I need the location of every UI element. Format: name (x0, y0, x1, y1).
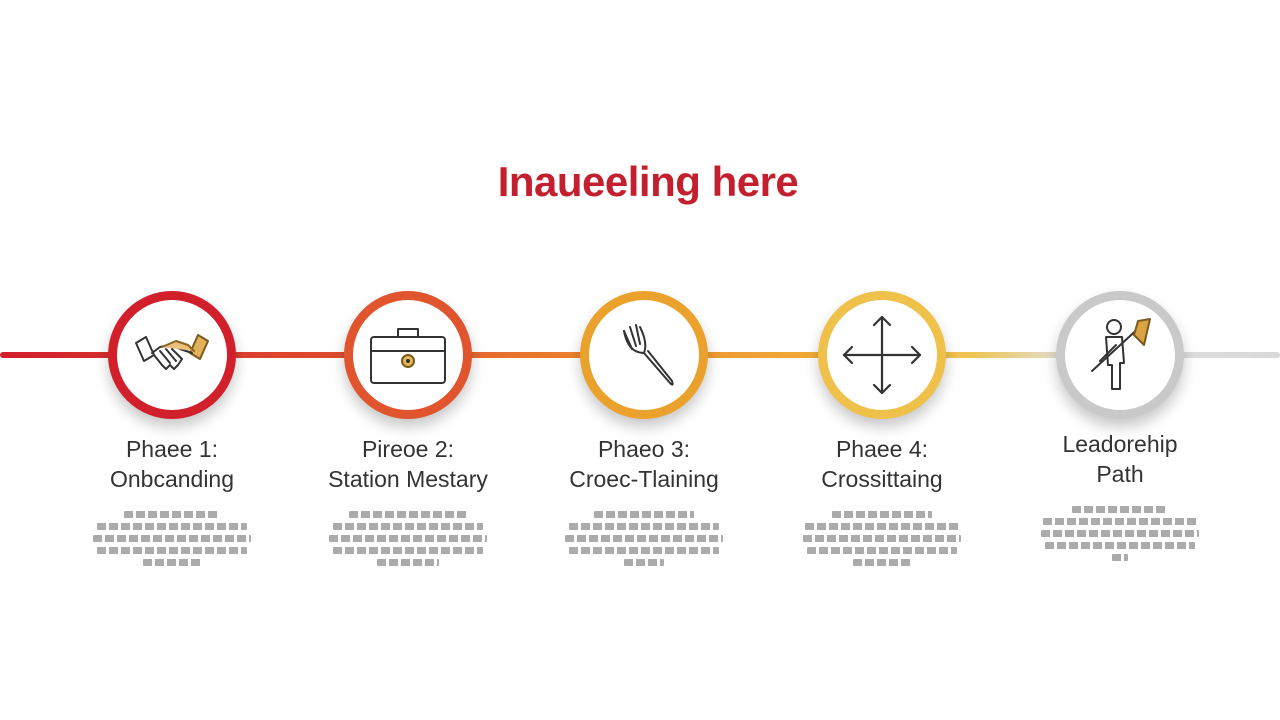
phase-5-ring[interactable] (1056, 291, 1184, 419)
phase-1-ring[interactable] (108, 291, 236, 419)
phase-2: Pireoe 2: Station Mestary (308, 291, 508, 566)
phase-5-description (1020, 506, 1220, 561)
phase-1-title: Phaee 1: Onbcanding (109, 436, 235, 492)
phase-1-description (72, 511, 272, 566)
phase-2-description (308, 511, 508, 566)
phase-3: Phaeo 3: Croec-Tlaining (544, 291, 744, 566)
phase-5: Leadorehip Path (1020, 291, 1220, 561)
phase-4: Phaee 4: Crossittaing (782, 291, 982, 566)
phase-3-title: Phaeo 3: Croec-Tlaining (569, 436, 719, 492)
phase-3-description (544, 511, 744, 566)
phase-4-ring[interactable] (818, 291, 946, 419)
phase-4-title: Phaee 4: Crossittaing (821, 436, 943, 492)
phase-3-ring[interactable] (580, 291, 708, 419)
phase-2-ring[interactable] (344, 291, 472, 419)
phase-4-description (782, 511, 982, 566)
phase-1: Phaee 1: Onbcanding (72, 291, 272, 566)
phase-5-title: Leadorehip Path (1062, 431, 1178, 487)
page-title: Inaueeling here (497, 158, 799, 205)
phase-2-title: Pireoe 2: Station Mestary (328, 436, 488, 492)
